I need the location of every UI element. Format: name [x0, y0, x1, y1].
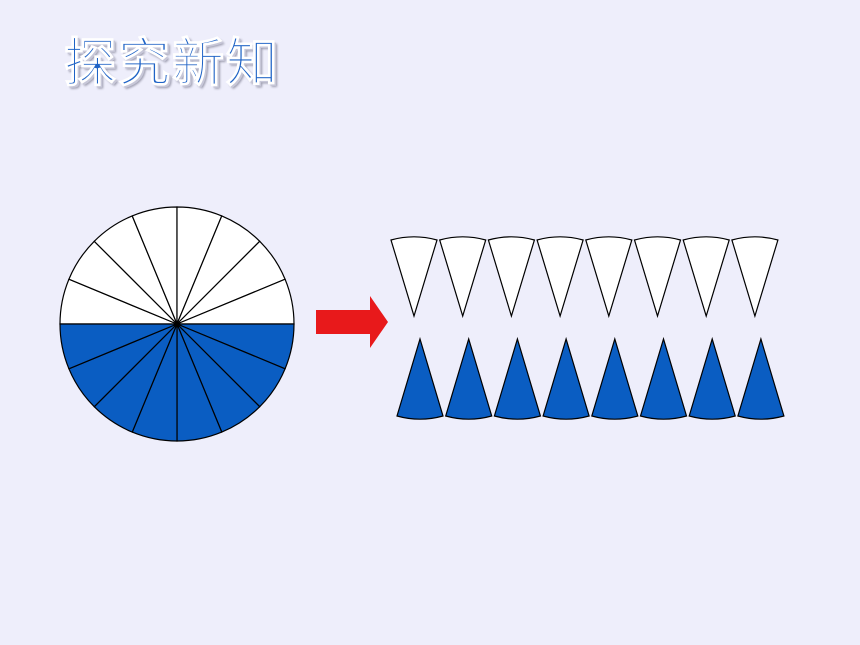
white-sector-wedge	[438, 236, 487, 319]
blue-sector-row	[396, 336, 785, 420]
blue-sector-wedge	[737, 336, 785, 420]
white-sector-wedge	[536, 236, 584, 319]
blue-sector-wedge	[493, 336, 542, 420]
blue-sector-wedge	[396, 336, 444, 420]
slide-title: 探究新知	[63, 33, 281, 94]
white-sector-wedge	[585, 236, 633, 319]
white-sector-wedge	[390, 236, 438, 319]
white-sector-wedge	[682, 236, 730, 319]
right-arrow-icon	[316, 296, 388, 348]
divided-circle	[59, 206, 295, 442]
blue-sector-wedge	[591, 336, 639, 420]
blue-sector-wedge	[444, 336, 493, 420]
white-sector-wedge	[633, 236, 682, 319]
white-sector-wedge	[731, 236, 779, 319]
circle-sector-blue	[59, 323, 178, 370]
white-sector-wedge	[487, 236, 536, 319]
blue-sector-wedge	[688, 336, 736, 420]
blue-sector-wedge	[542, 336, 590, 420]
blue-sector-wedge	[639, 336, 688, 420]
white-sector-row	[390, 236, 779, 319]
